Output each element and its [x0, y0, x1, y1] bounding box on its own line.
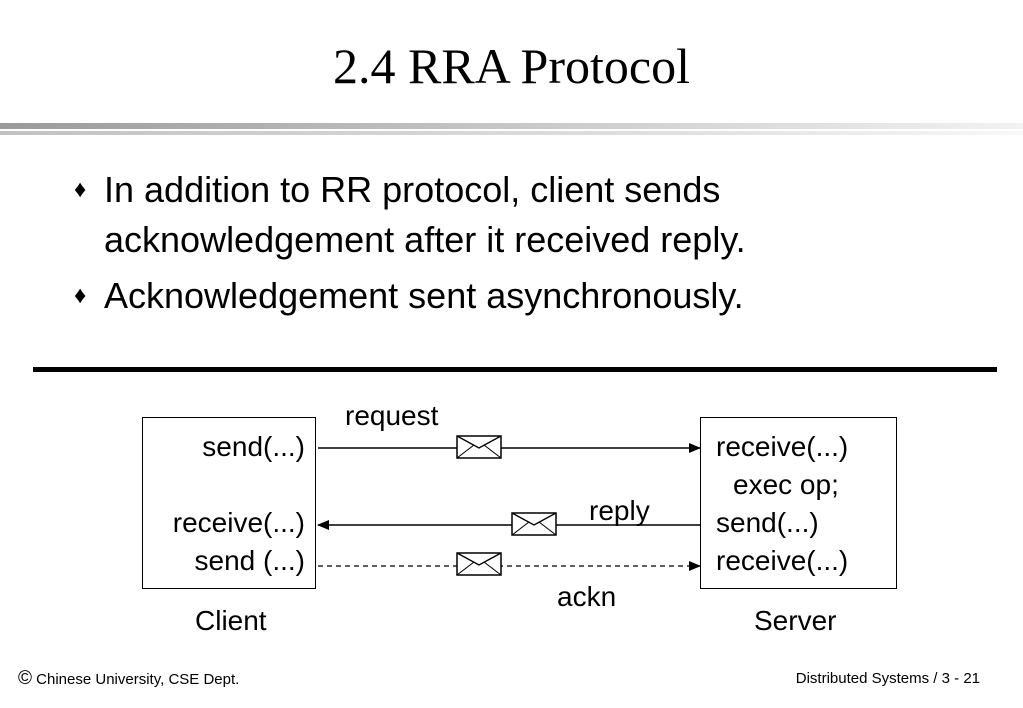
client-box	[142, 417, 316, 589]
diamond-bullet-icon: ♦	[74, 282, 87, 309]
bullet-item: ♦ In addition to RR protocol, client sen…	[74, 165, 974, 265]
client-op: send (...)	[194, 545, 305, 576]
bullet-item: ♦ Acknowledgement sent asynchronously.	[74, 271, 974, 321]
slide-title: 2.4 RRA Protocol	[333, 38, 690, 94]
request-label: request	[345, 400, 439, 431]
bullet-line: In addition to RR protocol, client sends	[104, 169, 721, 210]
section-divider	[33, 367, 997, 372]
envelope-icon	[456, 435, 502, 459]
server-op: send(...)	[716, 507, 819, 538]
reply-label: reply	[589, 495, 650, 526]
footer-right: Distributed Systems / 3 - 21	[795, 670, 980, 687]
title-rule	[0, 123, 1023, 135]
server-op: receive(...)	[716, 545, 849, 576]
envelope-icon	[456, 552, 502, 576]
envelope-icon	[511, 512, 557, 536]
copyright-icon: ©	[18, 668, 32, 689]
server-label: Server	[754, 605, 837, 636]
server-box	[700, 417, 897, 589]
client-op: receive(...)	[172, 507, 305, 538]
footer-org: Chinese University, CSE Dept.	[36, 671, 240, 688]
server-op: receive(...)	[716, 431, 849, 462]
ack-label: ackn	[557, 581, 617, 612]
footer-left: © Chinese University, CSE Dept.	[18, 668, 240, 689]
bullet-line: acknowledgement after it received reply.	[104, 219, 746, 260]
diamond-bullet-icon: ♦	[74, 176, 87, 203]
server-op: exec op;	[733, 469, 839, 500]
client-label: Client	[195, 605, 267, 636]
client-op: send(...)	[202, 431, 305, 462]
bullet-line: Acknowledgement sent asynchronously.	[104, 275, 744, 316]
